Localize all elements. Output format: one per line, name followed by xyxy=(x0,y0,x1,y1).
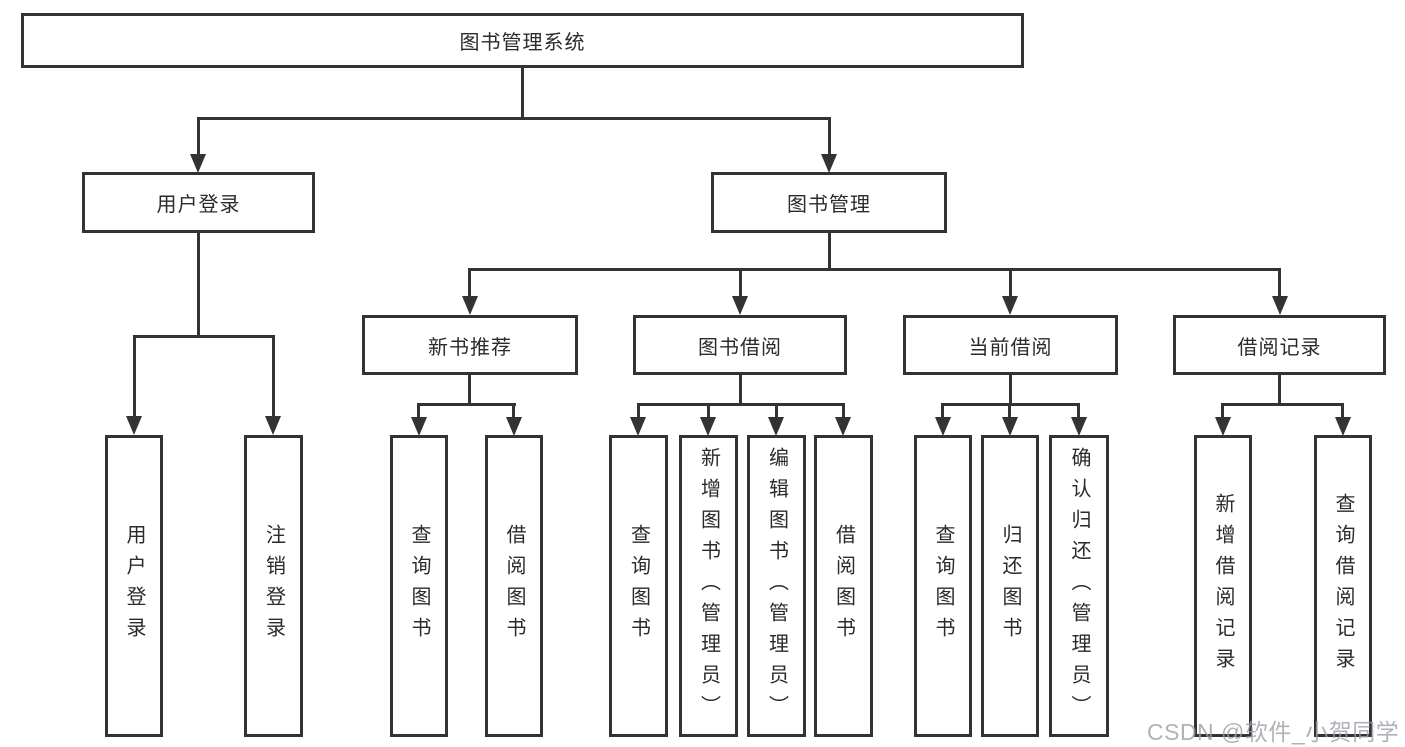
arrow-down-icon xyxy=(190,154,206,173)
arrow-down-icon xyxy=(1002,417,1018,436)
arrow-down-icon xyxy=(126,416,142,435)
node-label: 查询图书 xyxy=(627,524,650,648)
connector-line xyxy=(1278,375,1281,405)
leaf-user-login: 用户登录 xyxy=(105,435,163,737)
arrow-down-icon xyxy=(700,417,716,436)
arrow-down-icon xyxy=(821,154,837,173)
leaf-add-borrow-record: 新增借阅记录 xyxy=(1194,435,1252,737)
arrow-down-icon xyxy=(1335,417,1351,436)
arrow-down-icon xyxy=(462,296,478,315)
node-label: 当前借阅 xyxy=(968,336,1053,359)
connector-line xyxy=(133,335,136,417)
connector-line xyxy=(197,233,200,336)
leaf-current-query-books: 查询图书 xyxy=(914,435,972,737)
connector-line xyxy=(1222,403,1344,406)
connector-line xyxy=(418,403,516,406)
connector-line xyxy=(707,403,710,419)
connector-line xyxy=(1221,403,1224,419)
arrow-down-icon xyxy=(630,417,646,436)
leaf-return-books: 归还图书 xyxy=(981,435,1039,737)
node-user-login: 用户登录 xyxy=(82,172,315,233)
connector-line xyxy=(468,375,471,405)
node-label: 图书借阅 xyxy=(698,336,782,359)
connector-line xyxy=(739,268,742,298)
node-label: 注销登录 xyxy=(262,524,285,648)
arrow-down-icon xyxy=(1002,296,1018,315)
connector-line xyxy=(521,68,524,118)
connector-line xyxy=(197,117,200,157)
leaf-confirm-return-admin: 确认归还（管理员） xyxy=(1049,435,1109,737)
connector-line xyxy=(468,268,471,298)
connector-line xyxy=(1341,403,1344,419)
connector-line xyxy=(417,403,420,419)
node-label: 查询借阅记录 xyxy=(1332,493,1354,679)
node-borrow-records: 借阅记录 xyxy=(1173,315,1386,375)
leaf-add-books-admin: 新增图书（管理员） xyxy=(679,435,738,737)
connector-line xyxy=(739,375,742,405)
arrow-down-icon xyxy=(768,417,784,436)
arrow-down-icon xyxy=(732,296,748,315)
connector-line xyxy=(512,403,515,419)
node-current-borrow: 当前借阅 xyxy=(903,315,1118,375)
node-label: 编辑图书（管理员） xyxy=(765,446,788,726)
node-label: 新增借阅记录 xyxy=(1212,493,1234,679)
connector-line xyxy=(942,403,1080,406)
connector-line xyxy=(1008,403,1011,419)
node-new-book-recommend: 新书推荐 xyxy=(362,315,578,375)
leaf-borrow-query-books: 查询图书 xyxy=(609,435,668,737)
connector-line xyxy=(637,403,640,419)
leaf-logout: 注销登录 xyxy=(244,435,303,737)
node-label: 确认归还（管理员） xyxy=(1068,446,1090,726)
connector-line xyxy=(638,403,844,406)
connector-line xyxy=(1278,268,1281,298)
node-book-management-system: 图书管理系统 xyxy=(21,13,1024,68)
node-label: 图书管理 xyxy=(787,194,871,216)
arrow-down-icon xyxy=(411,417,427,436)
connector-line xyxy=(1009,268,1012,298)
node-label: 借阅图书 xyxy=(503,524,525,648)
connector-line xyxy=(828,117,831,157)
csdn-watermark: CSDN @软件_小贺同学 xyxy=(1147,719,1400,745)
arrow-down-icon xyxy=(1071,417,1087,436)
node-label: 查询图书 xyxy=(408,524,430,648)
leaf-edit-books-admin: 编辑图书（管理员） xyxy=(747,435,806,737)
arrow-down-icon xyxy=(1215,417,1231,436)
node-label: 新增图书（管理员） xyxy=(697,446,720,726)
connector-line xyxy=(197,117,830,120)
arrow-down-icon xyxy=(935,417,951,436)
node-label: 用户登录 xyxy=(156,194,241,216)
node-label: 新书推荐 xyxy=(428,336,512,359)
connector-line xyxy=(828,233,831,270)
connector-line xyxy=(469,268,1280,271)
arrow-down-icon xyxy=(506,417,522,436)
leaf-borrow-books: 借阅图书 xyxy=(814,435,873,737)
node-label: 用户登录 xyxy=(123,524,145,648)
leaf-recommend-query-books: 查询图书 xyxy=(390,435,448,737)
connector-line xyxy=(1009,375,1012,405)
node-label: 归还图书 xyxy=(999,524,1021,648)
node-label: 图书管理系统 xyxy=(459,32,586,54)
connector-line xyxy=(775,403,778,419)
node-label: 借阅图书 xyxy=(832,524,855,648)
node-book-management: 图书管理 xyxy=(711,172,947,233)
connector-line xyxy=(133,335,275,338)
connector-line xyxy=(272,335,275,417)
leaf-query-borrow-record: 查询借阅记录 xyxy=(1314,435,1372,737)
connector-line xyxy=(1077,403,1080,419)
node-book-borrow: 图书借阅 xyxy=(633,315,847,375)
connector-line xyxy=(842,403,845,419)
arrow-down-icon xyxy=(1272,296,1288,315)
arrow-down-icon xyxy=(265,416,281,435)
node-label: 查询图书 xyxy=(932,524,954,648)
connector-line xyxy=(941,403,944,419)
leaf-recommend-borrow-books: 借阅图书 xyxy=(485,435,543,737)
arrow-down-icon xyxy=(835,417,851,436)
node-label: 借阅记录 xyxy=(1237,336,1322,359)
